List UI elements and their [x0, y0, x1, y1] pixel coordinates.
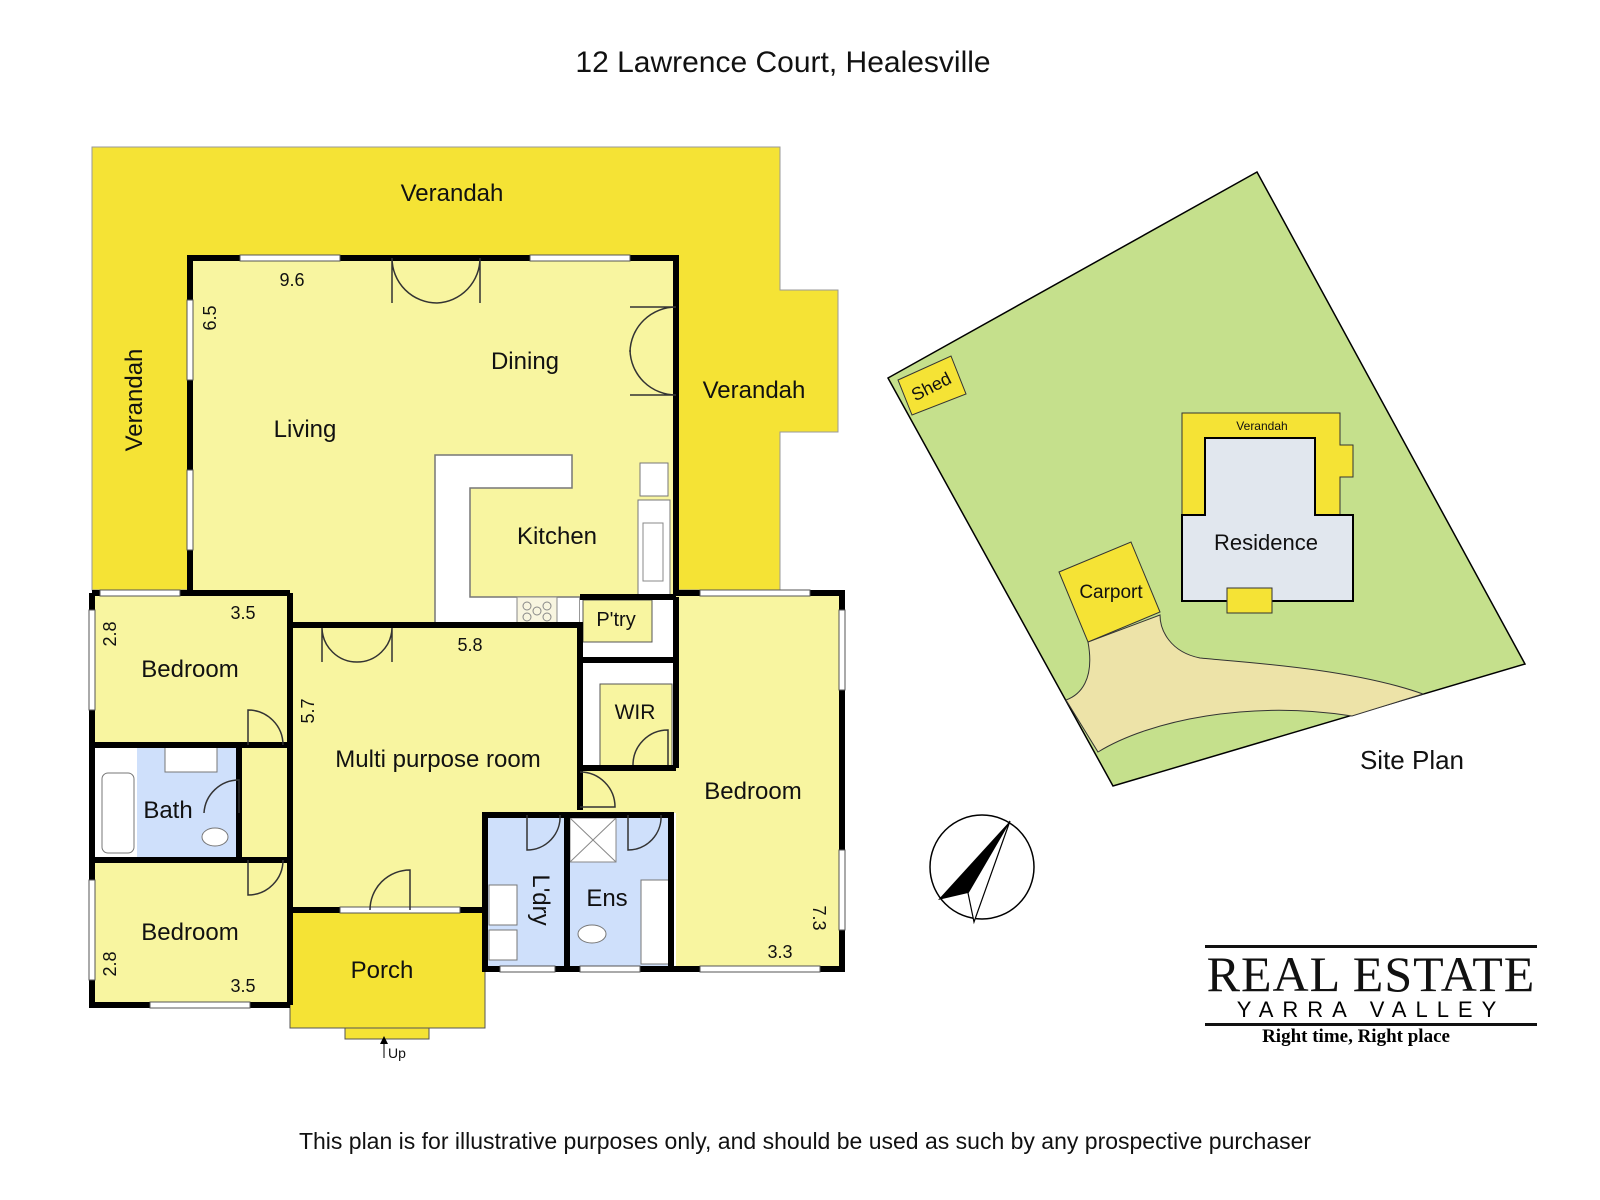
page-title: 12 Lawrence Court, Healesville: [575, 46, 991, 79]
site-plan-label: Site Plan: [1360, 745, 1464, 775]
fridge-space: [639, 462, 669, 497]
dim-multi-w: 5.8: [457, 635, 482, 655]
porch-label: Porch: [351, 957, 414, 984]
dim-living-h: 6.5: [200, 305, 220, 330]
dining-label: Dining: [491, 348, 559, 375]
step: [344, 1027, 430, 1040]
pantry-label: P'try: [596, 609, 635, 631]
laundry-label: L'dry: [527, 874, 554, 925]
bedroom-2: [92, 860, 290, 1005]
living-label: Living: [274, 416, 337, 443]
verandah-left-label: Verandah: [121, 349, 148, 452]
up-label: Up: [388, 1045, 406, 1061]
site-verandah-label: Verandah: [1236, 419, 1287, 433]
bedroom-1: [92, 593, 290, 745]
driveway: [1065, 614, 1425, 753]
stove-icon: [516, 596, 558, 625]
living-area: [190, 258, 676, 625]
bedroom-3-label: Bedroom: [704, 778, 801, 805]
multi-purpose-label: Multi purpose room: [335, 746, 540, 773]
logo-line1: REAL ESTATE: [1206, 946, 1536, 1002]
bathtub-icon: [101, 772, 135, 854]
verandah-right-label: Verandah: [703, 377, 806, 404]
real-estate-logo: REAL ESTATE YARRA VALLEY Right time, Rig…: [1205, 945, 1537, 1048]
bedroom-2-label: Bedroom: [141, 919, 238, 946]
doors: [203, 257, 677, 911]
disclaimer: This plan is for illustrative purposes o…: [298, 1128, 1312, 1154]
porch: [289, 909, 486, 1029]
dim-bed3-h: 7.3: [809, 905, 829, 930]
bath-label: Bath: [143, 797, 192, 824]
dim-bed1-w: 3.5: [230, 603, 255, 623]
dim-bed1-h: 2.8: [100, 621, 120, 646]
north-compass-icon: [929, 814, 1035, 925]
bedroom-1-label: Bedroom: [141, 656, 238, 683]
ensuite-label: Ens: [586, 885, 627, 912]
dim-living-w: 9.6: [279, 270, 304, 290]
residence-label: Residence: [1214, 530, 1318, 555]
dim-bed3-w: 3.3: [767, 942, 792, 962]
wir-label: WIR: [615, 701, 656, 724]
kitchen-label: Kitchen: [517, 523, 597, 550]
wir: [599, 683, 673, 769]
carport-label: Carport: [1079, 582, 1143, 603]
toilet-icon: [201, 827, 229, 847]
pantry: [582, 599, 653, 643]
dim-bed2-w: 3.5: [230, 976, 255, 996]
bedroom-3: [676, 593, 842, 967]
verandah-top-label: Verandah: [401, 180, 504, 207]
dim-bed2-h: 2.8: [100, 951, 120, 976]
logo-tagline: Right time, Right place: [1262, 1026, 1450, 1047]
site-plan: Shed Verandah Residence Carport Site Pla…: [886, 170, 1527, 787]
logo-line2: YARRA VALLEY: [1236, 997, 1506, 1022]
dim-multi-h: 5.7: [298, 698, 318, 723]
